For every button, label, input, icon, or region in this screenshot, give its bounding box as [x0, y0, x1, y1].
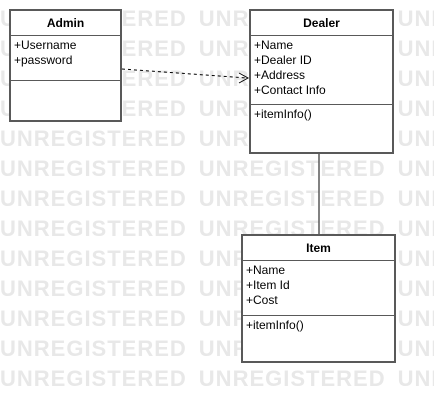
attribute: +Item Id [246, 278, 290, 292]
class-item-name: Item [243, 236, 394, 261]
attribute: +Username [14, 38, 77, 52]
dependency-line-admin-dealer [121, 68, 248, 79]
attribute: +Address [254, 68, 306, 82]
class-dealer-name: Dealer [251, 11, 392, 36]
method: +itemInfo() [254, 107, 312, 121]
attribute: +Dealer ID [254, 53, 312, 67]
attribute: +Contact Info [254, 83, 326, 97]
class-item[interactable]: Item +Name +Item Id +Cost +itemInfo() [241, 234, 396, 363]
class-dealer-methods: +itemInfo() [251, 105, 392, 124]
class-item-attributes: +Name +Item Id +Cost [243, 261, 394, 316]
class-dealer[interactable]: Dealer +Name +Dealer ID +Address +Contac… [249, 9, 394, 154]
attribute: +password [14, 53, 73, 67]
attribute: +Name [254, 38, 294, 52]
attribute: +Name [246, 263, 286, 277]
class-admin-name: Admin [11, 11, 120, 36]
class-dealer-attributes: +Name +Dealer ID +Address +Contact Info [251, 36, 392, 105]
class-admin[interactable]: Admin +Username +password [9, 9, 122, 122]
class-admin-methods [11, 81, 120, 85]
class-admin-attributes: +Username +password [11, 36, 120, 81]
class-item-methods: +itemInfo() [243, 316, 394, 335]
dependency-arrowhead [238, 72, 250, 84]
attribute: +Cost [246, 293, 278, 307]
method: +itemInfo() [246, 318, 304, 332]
